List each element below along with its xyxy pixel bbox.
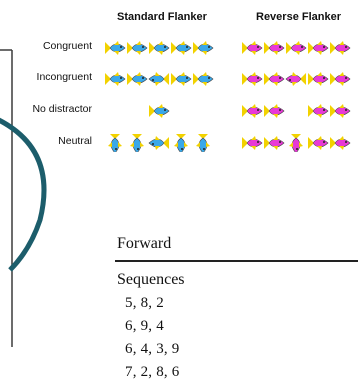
card-title: Forward — [117, 235, 172, 252]
fish-left-icon — [285, 70, 307, 93]
fish-right-icon — [126, 70, 148, 93]
sequence-item: 7, 2, 8, 6 — [125, 364, 180, 380]
fish-right-icon — [307, 39, 329, 62]
fish-right-icon — [263, 102, 285, 125]
fish-right-icon — [192, 39, 214, 62]
fish-right-icon — [241, 102, 263, 125]
fish-down-icon — [126, 133, 148, 157]
fish-right-icon — [148, 102, 170, 125]
fish-down-icon — [192, 133, 214, 157]
sequence-item: 6, 4, 3, 9 — [125, 341, 180, 357]
sequence-item: 6, 9, 4 — [125, 318, 164, 334]
fish-right-icon — [263, 134, 285, 157]
fish-right-icon — [104, 70, 126, 93]
flanker-figure: Standard Flanker Reverse Flanker Congrue… — [0, 11, 358, 380]
row-label-neutral: Neutral — [58, 135, 92, 147]
fish-right-icon — [329, 102, 351, 125]
fish-right-icon — [241, 39, 263, 62]
sequence-item: 5, 8, 2 — [125, 295, 164, 311]
fish-right-icon — [126, 39, 148, 62]
sequence-card: Forward Sequences 5, 8, 2 6, 9, 4 6, 4, … — [102, 222, 358, 380]
card-divider — [115, 260, 358, 262]
fish-right-icon — [241, 70, 263, 93]
fish-right-icon — [263, 70, 285, 93]
row-label-no-distractor: No distractor — [32, 103, 92, 115]
fish-right-icon — [307, 134, 329, 157]
fish-right-icon — [285, 39, 307, 62]
fish-right-icon — [329, 134, 351, 157]
figure-decoration — [0, 49, 47, 347]
fish-right-icon — [148, 39, 170, 62]
fish-right-icon — [241, 134, 263, 157]
fish-right-icon — [104, 39, 126, 62]
fish-left-icon — [148, 134, 170, 157]
fish-down-icon — [170, 133, 192, 157]
fish-right-icon — [170, 70, 192, 93]
fish-right-icon — [307, 70, 329, 93]
row-label-incongruent: Incongruent — [36, 71, 92, 83]
fish-down-icon — [285, 133, 307, 157]
fish-right-icon — [263, 39, 285, 62]
fish-down-icon — [104, 133, 126, 157]
teal-arc — [0, 117, 47, 272]
fish-left-icon — [148, 70, 170, 93]
column-header-reverse: Reverse Flanker — [256, 11, 341, 23]
row-label-congruent: Congruent — [42, 40, 92, 52]
fish-right-icon — [307, 102, 329, 125]
card-subtitle: Sequences — [117, 271, 185, 288]
fish-right-icon — [329, 39, 351, 62]
column-header-standard: Standard Flanker — [117, 11, 207, 23]
fish-right-icon — [192, 70, 214, 93]
fish-right-icon — [170, 39, 192, 62]
fish-right-icon — [329, 70, 351, 93]
